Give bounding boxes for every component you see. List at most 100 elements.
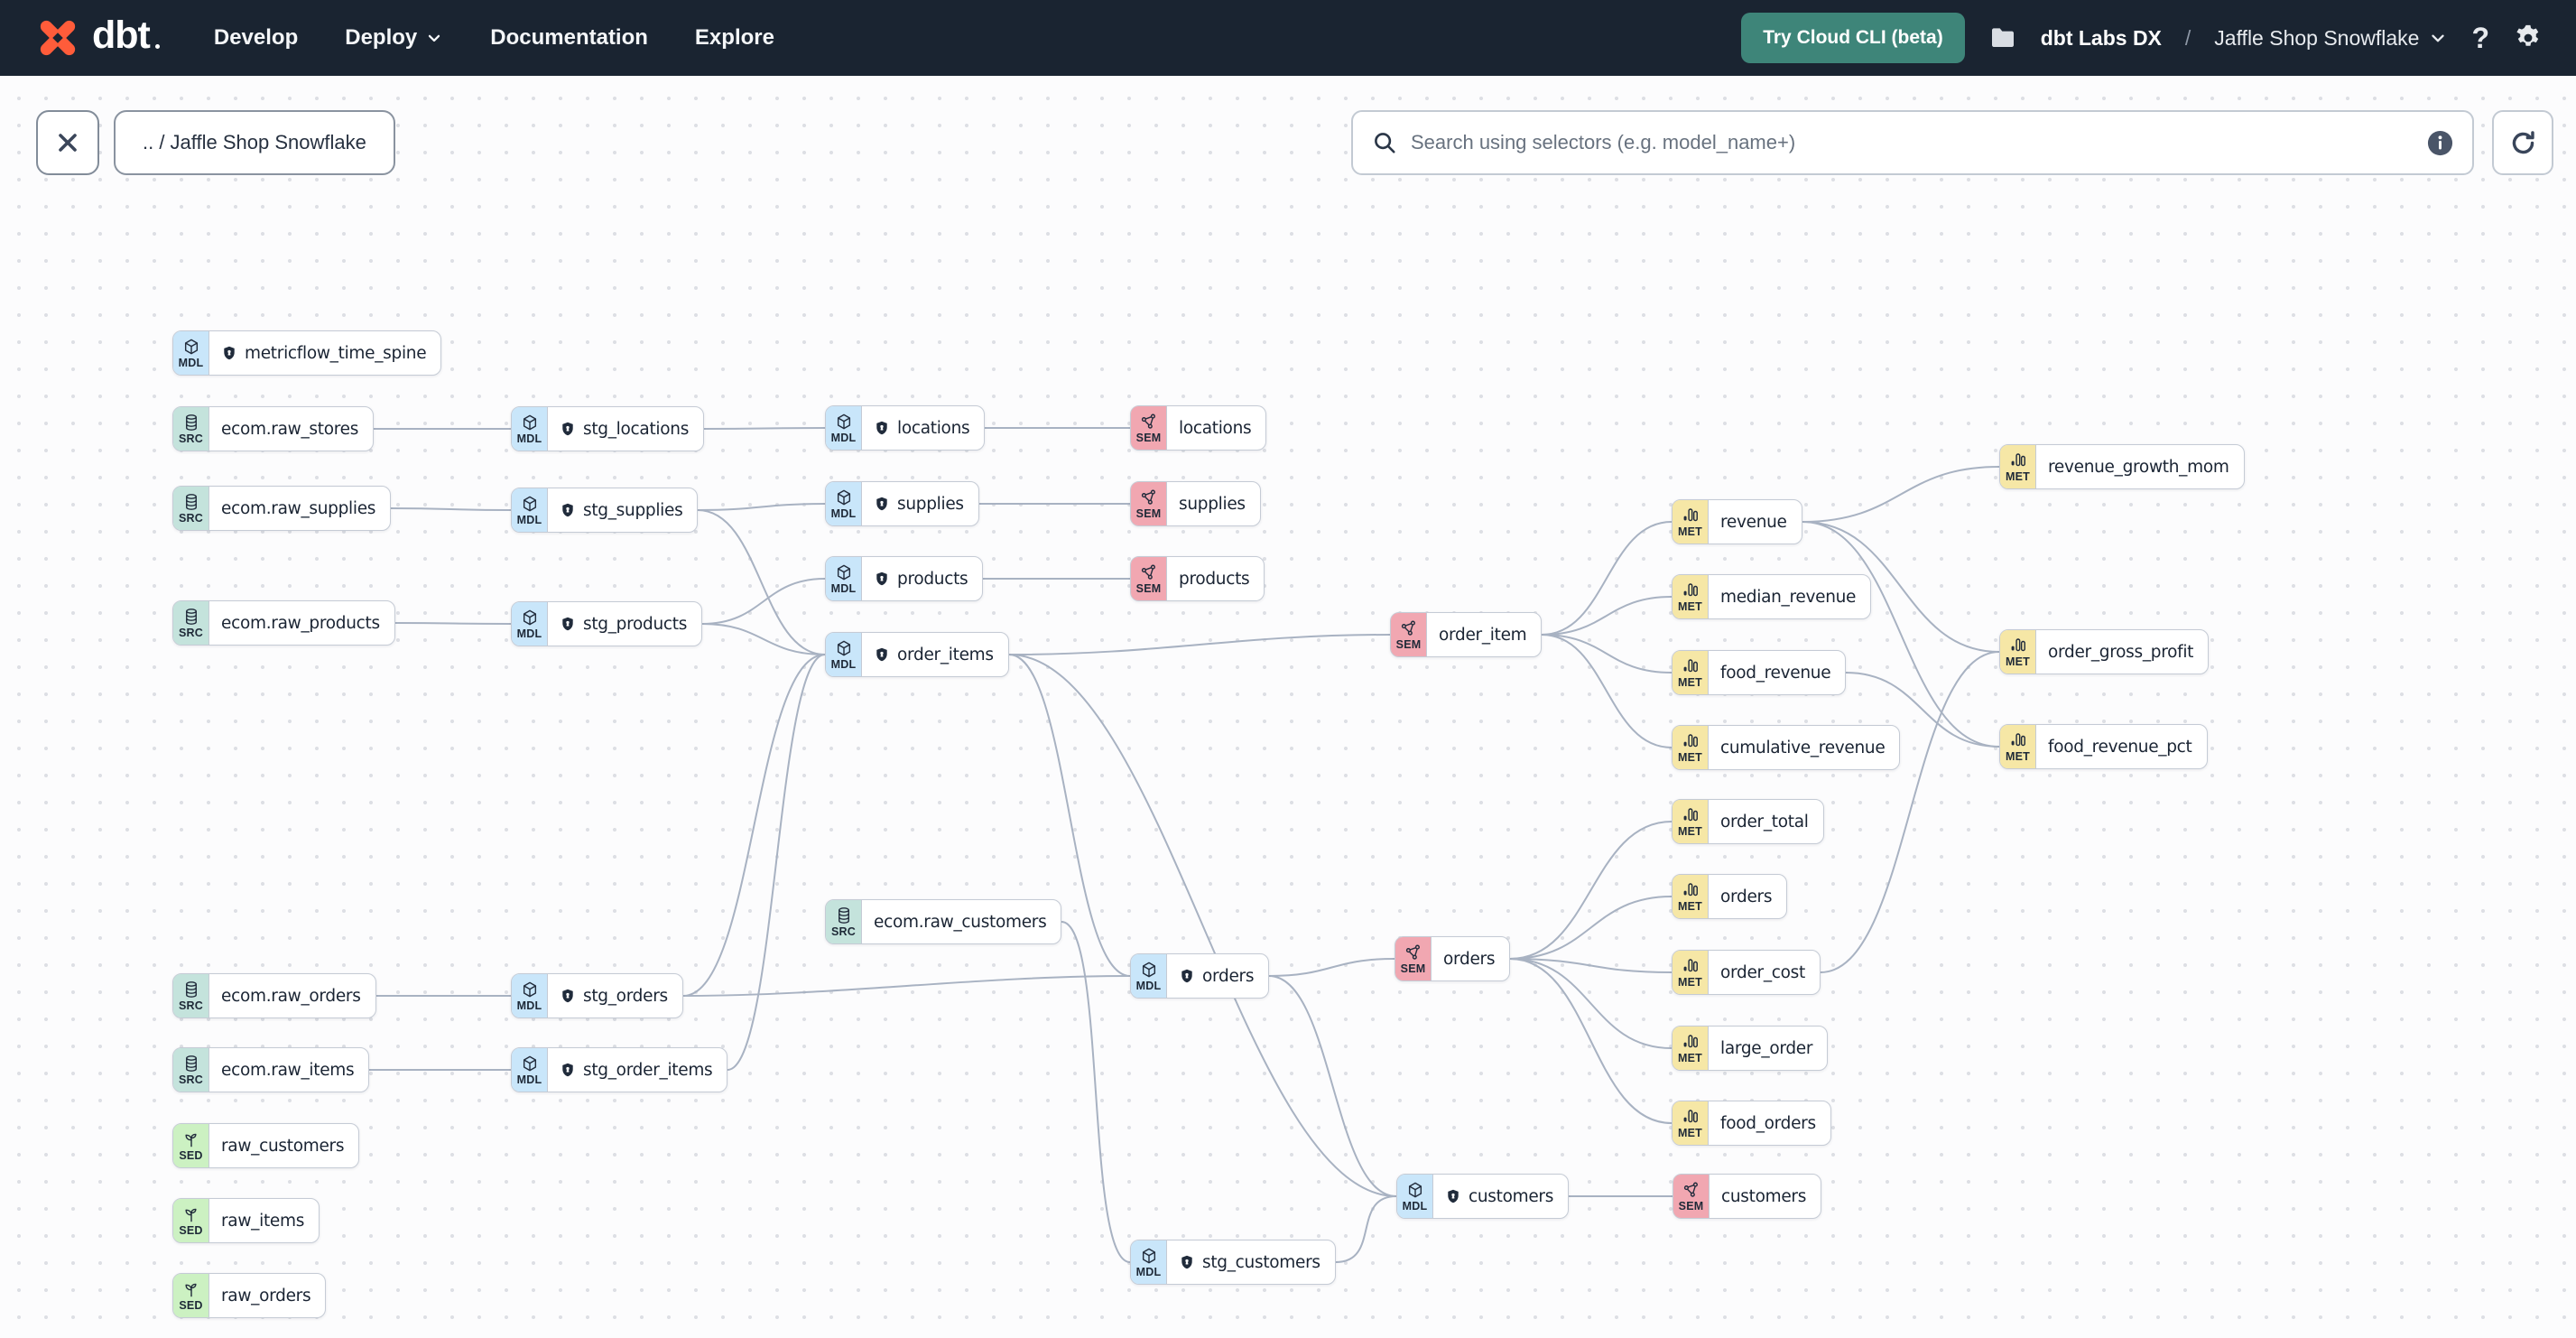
try-cloud-cli-button[interactable]: Try Cloud CLI (beta) — [1741, 13, 1965, 63]
node-label: revenue_growth_mom — [2048, 457, 2229, 477]
lineage-edge — [1061, 921, 1131, 1263]
node-label: customers — [1469, 1186, 1554, 1206]
node-label: stg_locations — [583, 419, 690, 439]
node-type-badge: MDL — [512, 602, 548, 646]
account-label[interactable]: dbt Labs DX — [2040, 25, 2162, 50]
node-type-label: MET — [1678, 751, 1702, 765]
node-label-wrap: ecom.raw_supplies — [209, 487, 390, 530]
model-cube-icon — [835, 639, 853, 657]
node-type-label: SEM — [1400, 962, 1426, 976]
breadcrumb[interactable]: .. / Jaffle Shop Snowflake — [114, 110, 395, 175]
account-separator: / — [2184, 25, 2191, 50]
lineage-edge — [1008, 654, 1397, 1197]
node-type-label: MET — [2006, 470, 2030, 484]
node-type-label: MET — [2006, 750, 2030, 764]
project-selector[interactable]: Jaffle Shop Snowflake — [2214, 26, 2448, 51]
node-label-wrap: customers — [1433, 1175, 1568, 1218]
metric-icon — [1682, 506, 1700, 525]
gear-icon[interactable] — [2513, 23, 2544, 53]
node-label-wrap: revenue_growth_mom — [2036, 445, 2244, 488]
lineage-node-revenue_growth_mom_met[interactable]: MET revenue_growth_mom — [1999, 444, 2245, 489]
contract-shield-icon — [560, 421, 576, 437]
search-icon — [1371, 129, 1398, 156]
node-label: customers — [1721, 1186, 1807, 1206]
nav-link-documentation[interactable]: Documentation — [490, 25, 648, 50]
node-label-wrap: revenue — [1709, 500, 1802, 544]
help-icon[interactable]: ? — [2471, 22, 2489, 54]
nav-link-deploy[interactable]: Deploy — [345, 25, 443, 51]
node-label: ecom.raw_stores — [221, 419, 359, 439]
lineage-node-order_total_met[interactable]: MET order_total — [1672, 799, 1824, 844]
lineage-node-customers_sem[interactable]: SEM customers — [1673, 1174, 1822, 1219]
node-type-label: MET — [1678, 825, 1702, 839]
search-input[interactable] — [1411, 131, 2414, 154]
source-database-icon — [182, 493, 200, 511]
node-type-badge: SEM — [1673, 1175, 1710, 1218]
model-cube-icon — [835, 488, 853, 506]
node-type-badge: SEM — [1131, 482, 1167, 525]
nav-link-develop[interactable]: Develop — [213, 25, 299, 50]
node-label-wrap: stg_order_items — [548, 1048, 727, 1092]
node-type-badge: SRC — [173, 601, 209, 645]
node-type-label: SED — [179, 1149, 203, 1163]
node-label-wrap: metricflow_time_spine — [209, 331, 440, 375]
lineage-edge — [682, 654, 826, 997]
nav-link-explore[interactable]: Explore — [694, 25, 774, 50]
seed-icon — [182, 1205, 200, 1223]
node-type-label: MET — [1678, 676, 1702, 690]
node-type-label: MET — [2006, 655, 2030, 669]
refresh-lineage-button[interactable] — [2492, 110, 2553, 175]
node-label-wrap: stg_locations — [548, 407, 703, 451]
contract-shield-icon — [1445, 1188, 1461, 1204]
node-label-wrap: order_total — [1709, 800, 1823, 843]
lineage-edge — [1541, 596, 1673, 636]
node-label-wrap: ecom.raw_stores — [209, 407, 373, 451]
node-label: raw_items — [221, 1211, 305, 1231]
close-lineage-button[interactable] — [36, 110, 99, 175]
close-icon — [53, 128, 82, 157]
contract-shield-icon — [560, 502, 576, 518]
info-icon[interactable] — [2426, 129, 2454, 157]
node-label: stg_supplies — [583, 500, 683, 520]
dbt-logo[interactable]: dbt — [34, 14, 160, 61]
node-type-label: SEM — [1395, 638, 1422, 652]
